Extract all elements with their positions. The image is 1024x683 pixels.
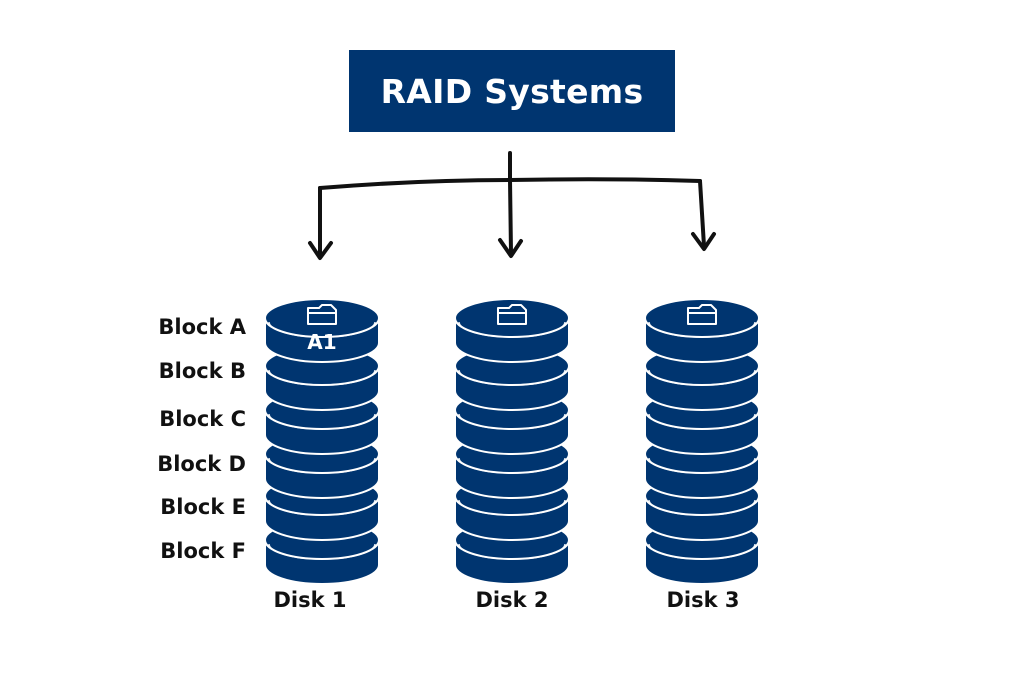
block-label-d: Block D — [157, 452, 246, 476]
arrow-down-icon — [308, 241, 333, 260]
folder-icon — [687, 304, 717, 325]
arrow-line-disk-3 — [698, 179, 706, 248]
disk-label-2: Disk 2 — [475, 588, 549, 612]
arrow-line-disk-2 — [508, 178, 513, 255]
disk-platter-a — [264, 298, 380, 363]
block-label-a: Block A — [158, 315, 246, 339]
block-label-c: Block C — [159, 407, 246, 431]
disk-label-3: Disk 3 — [666, 588, 740, 612]
folder-icon — [307, 304, 337, 325]
disk-label-1: Disk 1 — [273, 588, 347, 612]
block-label-f: Block F — [160, 539, 246, 563]
arrow-down-icon — [691, 232, 716, 251]
disk-platter-a — [644, 298, 760, 363]
disk-stack-2 — [454, 298, 570, 585]
connector-arrows — [308, 151, 716, 260]
chunk-label-a1: A1 — [307, 330, 337, 354]
block-label-b: Block B — [158, 359, 246, 383]
block-label-e: Block E — [160, 495, 246, 519]
disk-stacks — [264, 298, 760, 585]
title-box-background — [349, 50, 675, 132]
folder-icon — [497, 304, 527, 325]
page-title: RAID Systems — [380, 71, 644, 111]
arrow-down-icon — [498, 238, 523, 258]
disk-platter-a — [454, 298, 570, 363]
disk-stack-1 — [264, 298, 380, 585]
disk-stack-3 — [644, 298, 760, 585]
